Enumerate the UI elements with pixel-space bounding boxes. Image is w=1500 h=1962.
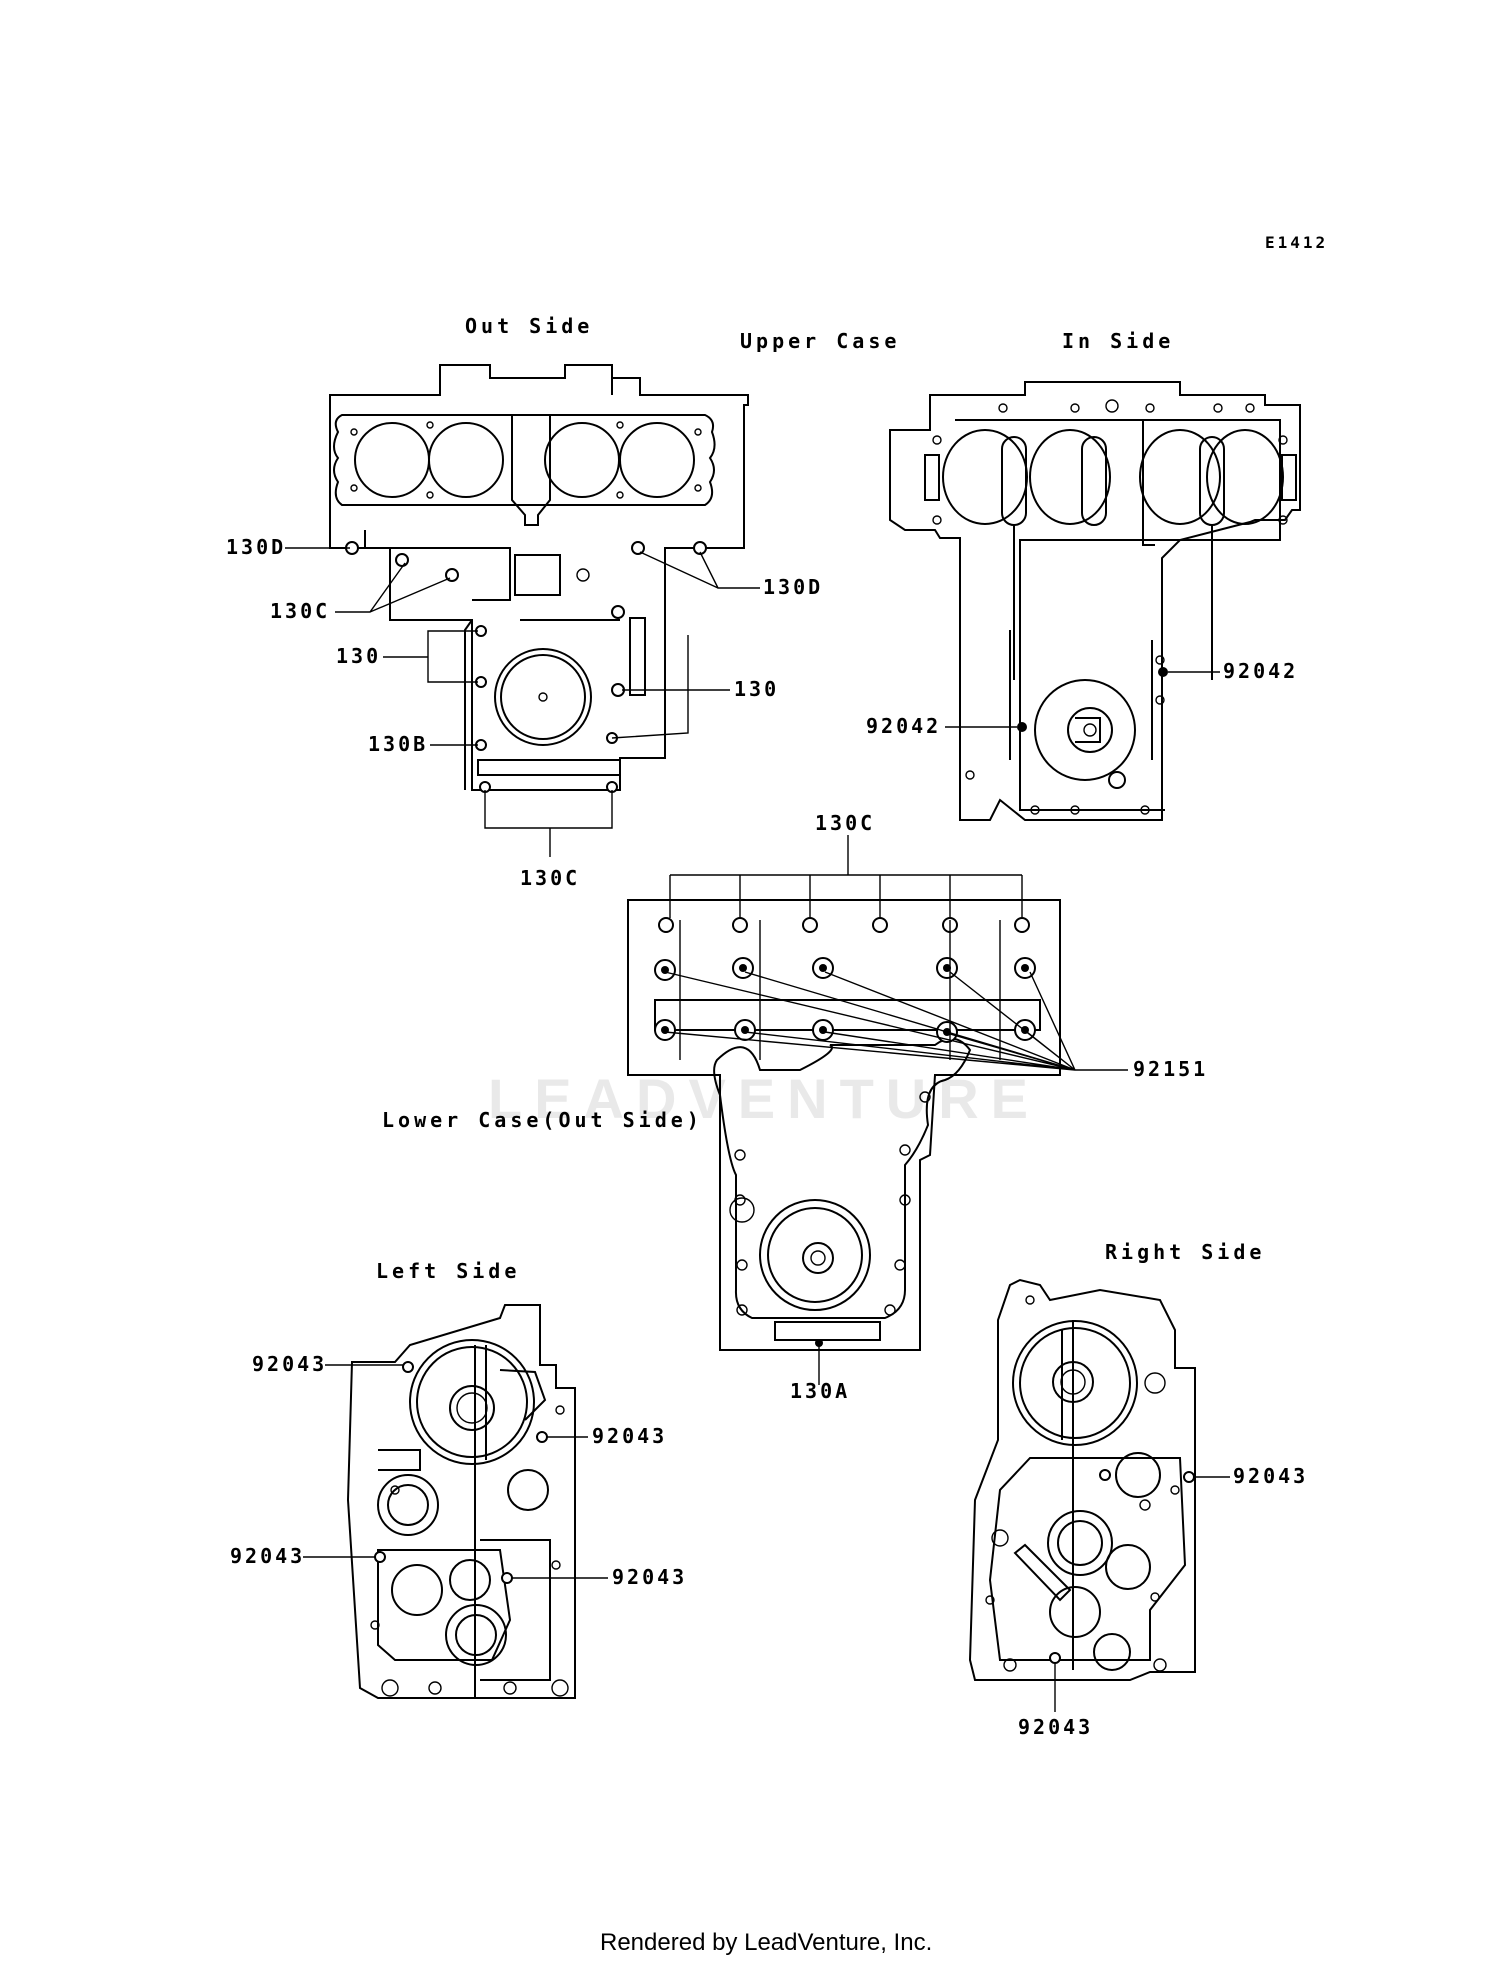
caption-right-side: Right Side (1105, 1240, 1265, 1264)
callout-130c-bottom: 130C (520, 866, 580, 890)
diagram-code: E1412 (1265, 233, 1328, 252)
caption-upper-case: Upper Case (740, 329, 900, 353)
callout-130d-right: 130D (763, 575, 823, 599)
callout-130b: 130B (368, 732, 428, 756)
lower-case-leaders (664, 835, 1128, 1385)
callout-92042-left: 92042 (866, 714, 941, 738)
plug-92042-right (1158, 667, 1168, 677)
caption-lower-case: Lower Case(Out Side) (382, 1108, 703, 1132)
caption-out-side: Out Side (465, 314, 593, 338)
callout-left-92043-mid-right: 92043 (612, 1565, 687, 1589)
callout-92151: 92151 (1133, 1057, 1208, 1081)
callout-130-right: 130 (734, 677, 779, 701)
callout-130c-left: 130C (270, 599, 330, 623)
callout-130d-left: 130D (226, 535, 286, 559)
upper-outside-leaders (285, 547, 760, 857)
callout-92042-right: 92042 (1223, 659, 1298, 683)
callout-130a: 130A (790, 1379, 850, 1403)
footer-credit: Rendered by LeadVenture, Inc. (600, 1929, 932, 1956)
upper-case-inside-drawing (889, 381, 1301, 821)
caption-in-side: In Side (1062, 329, 1174, 353)
plug-92042-left (1017, 722, 1027, 732)
caption-left-side: Left Side (376, 1259, 520, 1283)
callout-130c-top: 130C (815, 811, 875, 835)
callout-130-left: 130 (336, 644, 381, 668)
callout-right-92043-bottom: 92043 (1018, 1715, 1093, 1739)
watermark-text: LEADVENTURE (488, 1067, 1040, 1130)
callout-left-92043-right-top: 92043 (592, 1424, 667, 1448)
callout-left-92043-mid-left: 92043 (230, 1544, 305, 1568)
right-side-drawing (968, 1278, 1196, 1681)
callout-left-92043-top: 92043 (252, 1352, 327, 1376)
callout-right-92043-right: 92043 (1233, 1464, 1308, 1488)
upper-case-outside-drawing (329, 364, 749, 793)
left-side-drawing (346, 1304, 576, 1699)
